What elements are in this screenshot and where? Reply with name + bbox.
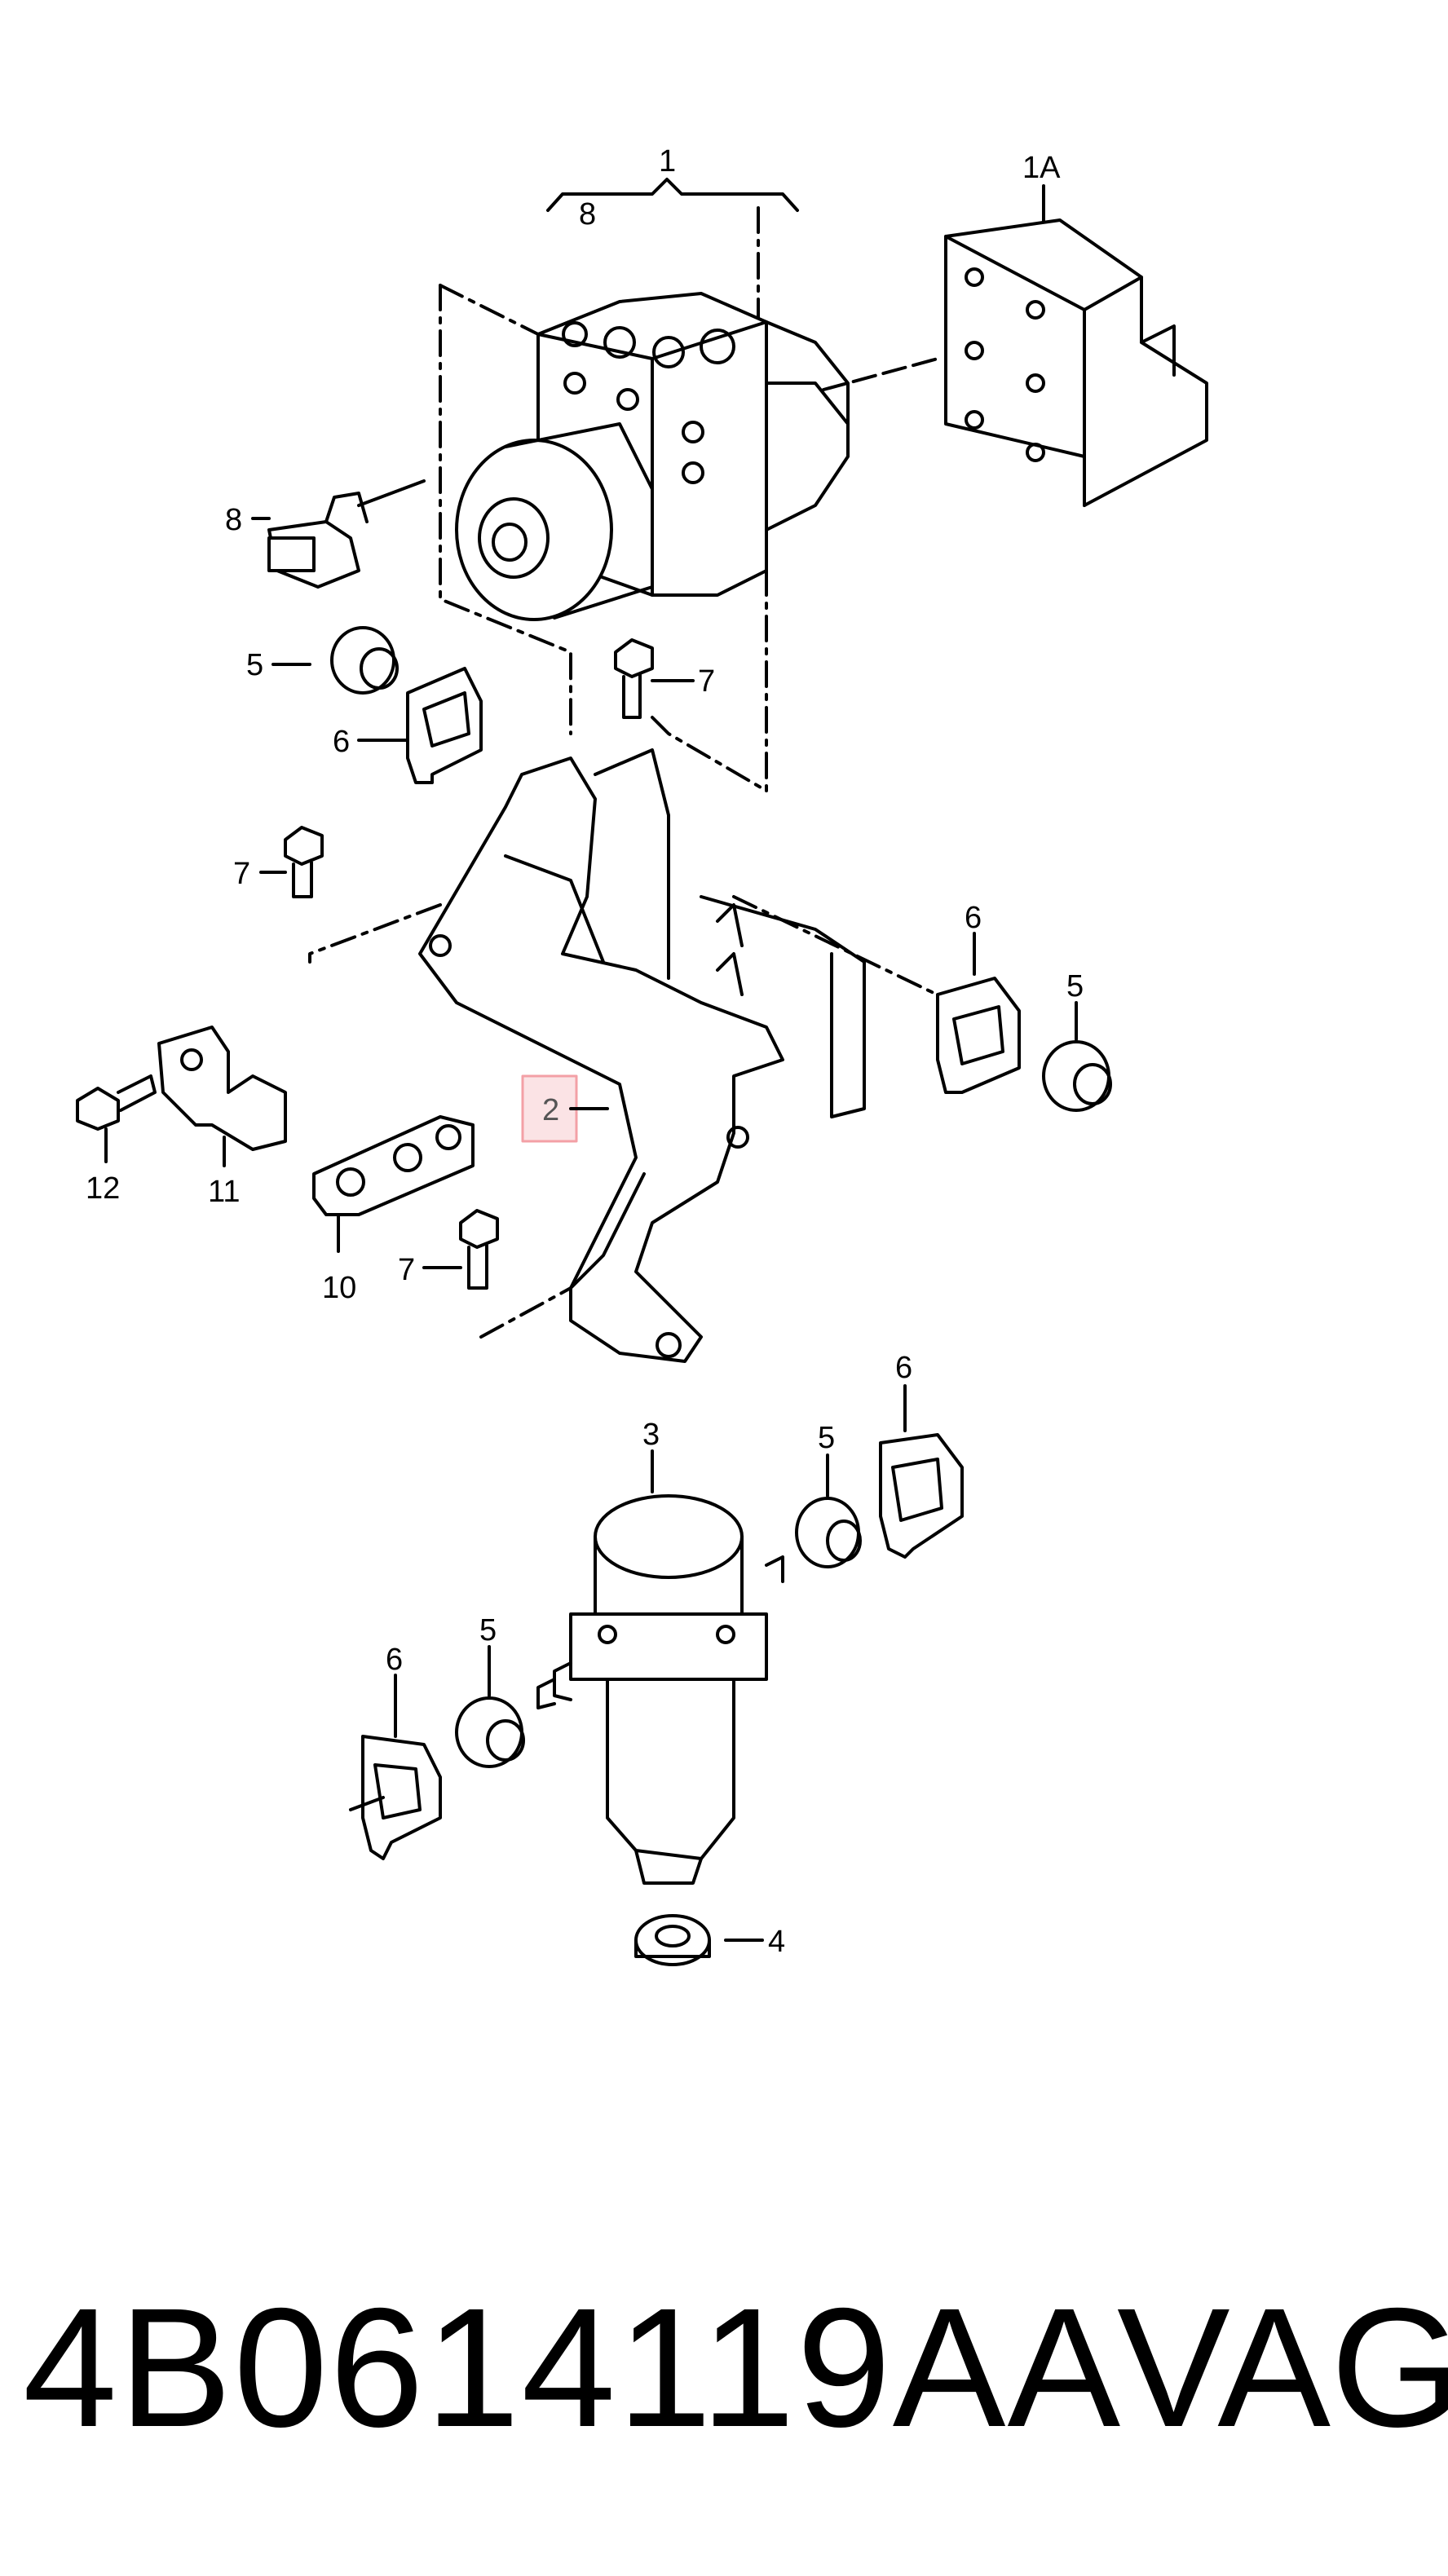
callout-8-top: 8 <box>579 197 596 232</box>
vacuum-pump <box>536 1494 784 1885</box>
callout-12: 12 <box>86 1171 120 1206</box>
callout-5d: 5 <box>479 1613 497 1647</box>
clip-6d <box>349 1735 442 1860</box>
callout-6c: 6 <box>895 1351 912 1385</box>
mounting-bracket <box>418 748 866 1363</box>
abs-control-unit <box>822 218 1208 507</box>
bracket-11 <box>157 1026 287 1151</box>
callout-3: 3 <box>642 1418 660 1452</box>
assembly-lines <box>308 206 956 1339</box>
grommet-5a <box>330 626 399 695</box>
brand-label: VAG <box>1117 2274 1448 2463</box>
callout-7a: 7 <box>698 664 715 699</box>
callout-10: 10 <box>322 1271 356 1305</box>
leader-lines <box>104 184 1078 1942</box>
line-holder-10 <box>312 1115 475 1216</box>
highlight-box-2[interactable] <box>521 1074 578 1143</box>
callout-7b: 7 <box>233 857 250 891</box>
pressure-sensor <box>267 479 426 589</box>
callout-11: 11 <box>208 1175 240 1209</box>
callout-4: 4 <box>768 1925 785 1959</box>
callout-5b: 5 <box>1066 969 1084 1003</box>
grommet-4 <box>634 1914 711 1966</box>
bolt-7c <box>459 1209 499 1290</box>
grommet-5b <box>1042 1040 1112 1112</box>
group-brace-1 <box>546 178 799 212</box>
abs-hydraulic-unit <box>455 292 850 621</box>
bolt-12 <box>76 1074 157 1131</box>
callout-6d: 6 <box>386 1643 403 1677</box>
callout-5a: 5 <box>246 648 263 682</box>
clip-6c <box>879 1433 964 1559</box>
callout-2[interactable]: 2 <box>542 1093 559 1127</box>
part-number: 4B0614119AA <box>23 2274 1123 2463</box>
callout-8-left: 8 <box>225 503 242 537</box>
bolt-7a <box>614 638 654 719</box>
callout-7c: 7 <box>398 1253 415 1287</box>
callout-6b: 6 <box>965 901 982 935</box>
bolt-7b <box>284 826 324 898</box>
callout-6a: 6 <box>333 725 350 759</box>
callout-1a: 1A <box>1022 151 1061 185</box>
grommet-5d <box>455 1696 525 1768</box>
callout-1: 1 <box>659 144 676 179</box>
grommet-5c <box>795 1497 862 1568</box>
clip-6b <box>936 977 1021 1094</box>
clip-6a <box>406 667 483 784</box>
callout-5c: 5 <box>818 1421 835 1455</box>
